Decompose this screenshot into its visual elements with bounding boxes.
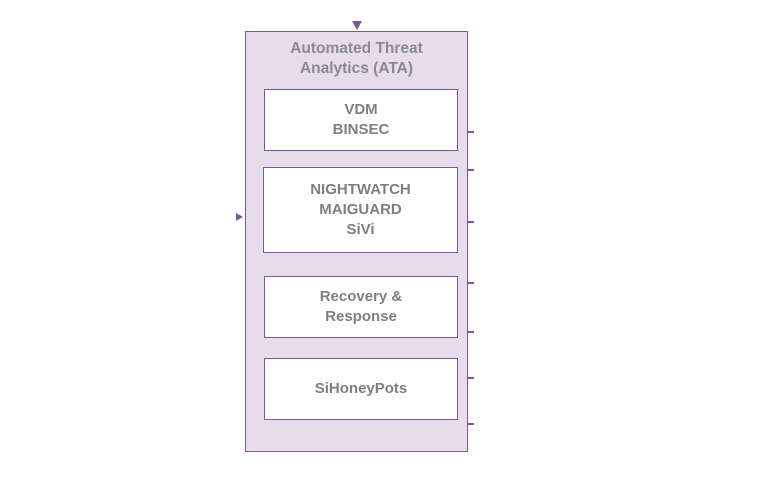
module-recovery-response: Recovery & Response: [264, 276, 458, 338]
connector-stub: [468, 282, 474, 284]
incoming-arrow-top: [352, 21, 362, 30]
module-label: SiHoneyPots: [314, 380, 408, 397]
module-label: MAIGUARD: [319, 201, 402, 218]
module-vdm-binsec: VDM BINSEC: [264, 89, 458, 151]
module-sihoneypots: SiHoneyPots: [264, 358, 458, 420]
connector-stub: [468, 377, 474, 379]
module-label: SiVi: [346, 221, 375, 238]
ata-title: Automated Threat Analytics (ATA): [290, 40, 423, 77]
module-label: Recovery &: [319, 288, 403, 305]
module-nightwatch-maiguard-sivi: NIGHTWATCH MAIGUARD SiVi: [263, 167, 458, 253]
connector-stub: [468, 131, 474, 133]
module-label: VDM: [344, 101, 378, 118]
connector-stub: [468, 423, 474, 425]
module-label: Response: [325, 308, 397, 325]
connector-stub: [468, 169, 474, 171]
connector-stub: [468, 331, 474, 333]
module-label: NIGHTWATCH: [310, 181, 411, 198]
connector-stub: [468, 221, 474, 223]
module-label: BINSEC: [332, 121, 390, 138]
incoming-arrow-left: [236, 213, 243, 221]
